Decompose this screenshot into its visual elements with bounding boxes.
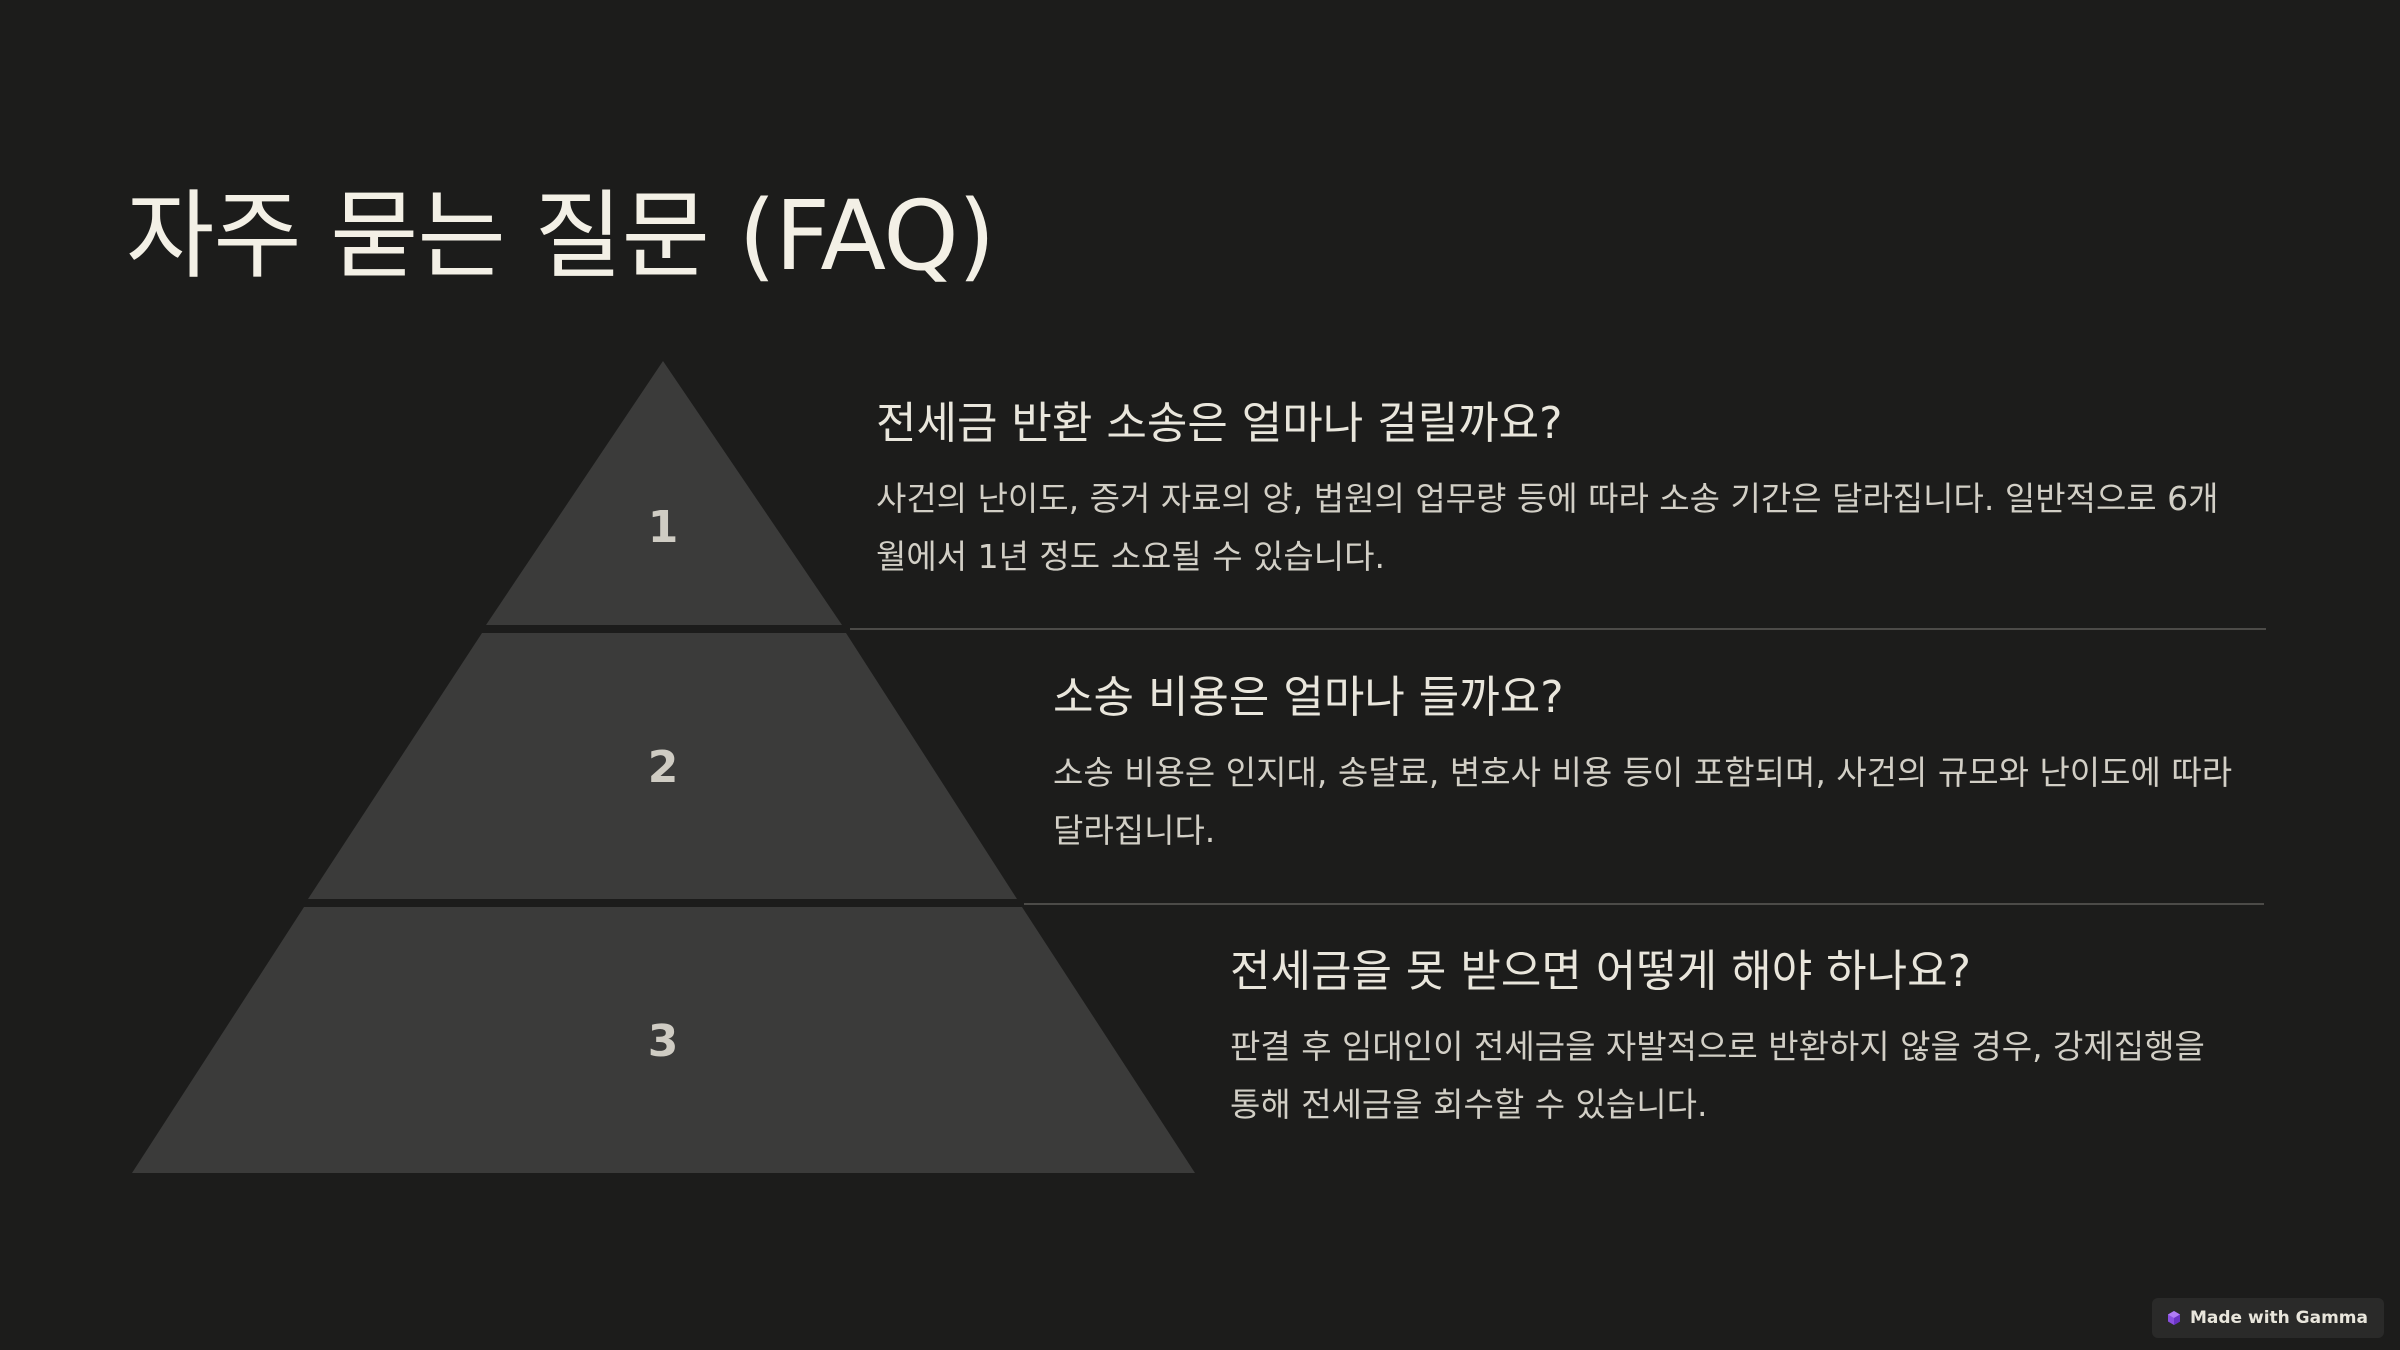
pyramid-number-2: 2 — [648, 742, 679, 793]
pyramid-level-3 — [132, 907, 1195, 1173]
pyramid-number-1: 1 — [648, 502, 679, 553]
faq-divider — [1024, 903, 2264, 905]
faq-answer: 판결 후 임대인이 전세금을 자발적으로 반환하지 않을 경우, 강제집행을 통… — [1230, 1027, 2205, 1124]
faq-divider — [850, 628, 2266, 630]
faq-question: 전세금 반환 소송은 얼마나 걸릴까요? — [876, 398, 1563, 449]
pyramid-number-3: 3 — [648, 1016, 679, 1067]
page-title: 자주 묻는 질문 (FAQ) — [126, 180, 995, 292]
faq-question: 소송 비용은 얼마나 들까요? — [1053, 672, 1564, 723]
faq-item-1: 전세금 반환 소송은 얼마나 걸릴까요? 사건의 난이도, 증거 자료의 양, … — [876, 396, 2236, 586]
faq-answer: 사건의 난이도, 증거 자료의 양, 법원의 업무량 등에 따라 소송 기간은 … — [876, 479, 2219, 576]
badge-label: Made with Gamma — [2189, 1308, 2368, 1328]
made-with-gamma-badge[interactable]: Made with Gamma — [2151, 1298, 2384, 1338]
gamma-logo-icon — [2167, 1311, 2180, 1325]
faq-question: 전세금을 못 받으면 어떻게 해야 하나요? — [1230, 946, 1971, 997]
pyramid-level-2 — [308, 633, 1017, 899]
faq-item-2: 소송 비용은 얼마나 들까요? 소송 비용은 인지대, 송달료, 변호사 비용 … — [1053, 670, 2236, 860]
pyramid-level-1 — [486, 361, 842, 625]
faq-item-3: 전세금을 못 받으면 어떻게 해야 하나요? 판결 후 임대인이 전세금을 자발… — [1230, 944, 2236, 1134]
faq-answer: 소송 비용은 인지대, 송달료, 변호사 비용 등이 포함되며, 사건의 규모와… — [1053, 753, 2233, 850]
